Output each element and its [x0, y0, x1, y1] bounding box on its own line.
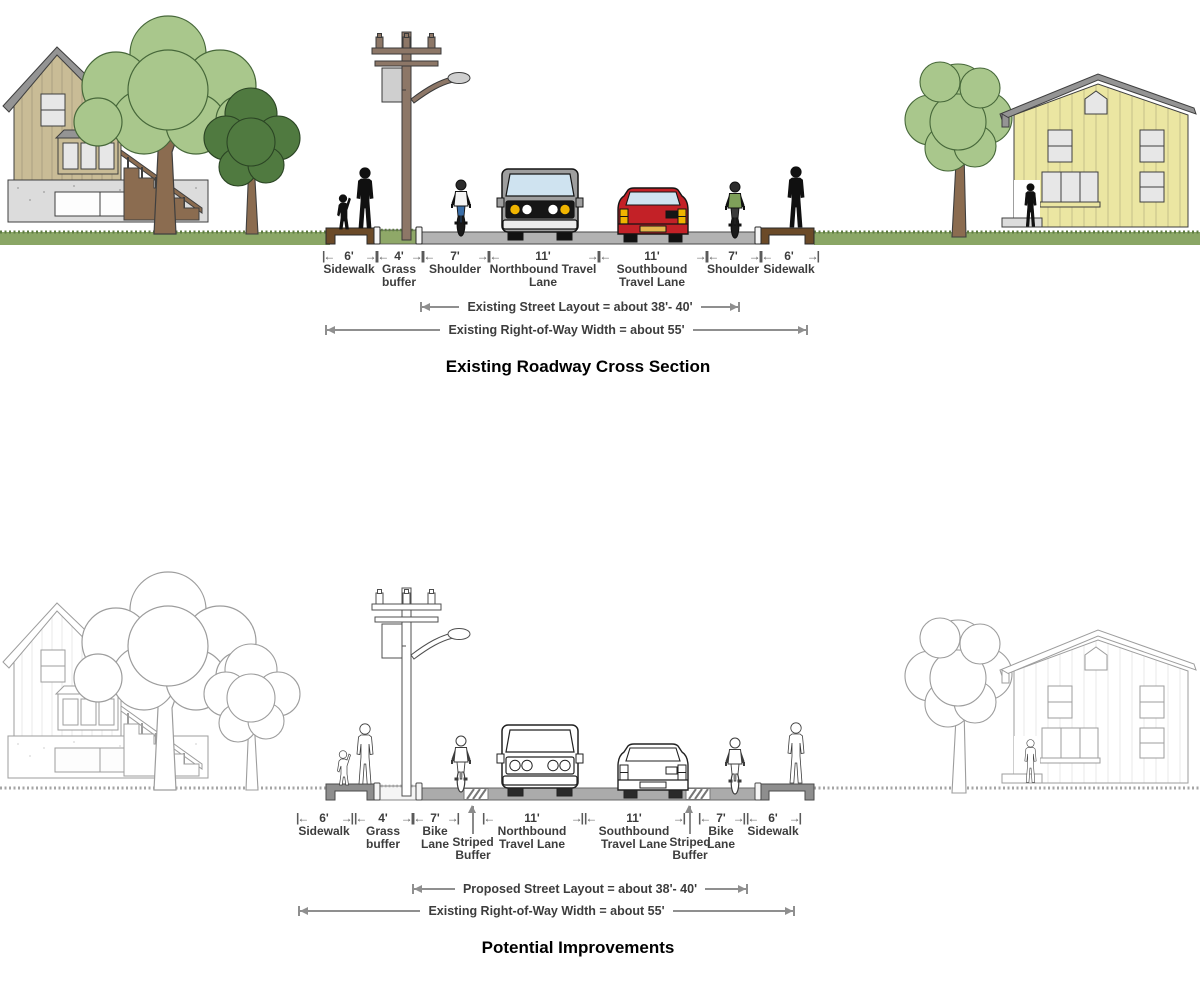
existing-section-title: Existing Roadway Cross Section	[445, 357, 711, 376]
existing-right-of-way-dimension: Existing Right-of-Way Width = about 55'	[325, 323, 809, 337]
dim-label: Sidewalk	[323, 261, 375, 276]
street-layout-text: Proposed Street Layout = about 38'- 40'	[462, 882, 698, 896]
street-layout-text: Existing Street Layout = about 38'- 40'	[467, 300, 693, 314]
dim-bike-lane-left: 7' Bike Lane	[412, 812, 458, 851]
dim-label: Sidewalk	[747, 823, 799, 838]
dim-width-value: 7'	[716, 811, 726, 825]
dim-shoulder-right: 7' Shoulder	[706, 250, 760, 276]
dim-width-value: 11'	[535, 249, 551, 263]
dim-sidewalk-right: 6' Sidewalk	[746, 812, 800, 838]
existing-scene-illustration	[0, 2, 1200, 252]
dim-width-value: 11'	[626, 811, 642, 825]
proposed-scene-illustration	[0, 558, 1200, 808]
dim-label: Southbound Travel Lane	[598, 823, 670, 851]
dim-label: Grass buffer	[381, 261, 417, 289]
dim-width-value: 6'	[319, 811, 329, 825]
dim-shoulder-left: 7' Shoulder	[422, 250, 488, 276]
dim-grass-buffer: 4' Grass buffer	[376, 250, 422, 289]
right-of-way-text: Existing Right-of-Way Width = about 55'	[448, 323, 685, 337]
dim-label: Southbound Travel Lane	[616, 261, 688, 289]
dim-width-value: 6'	[768, 811, 778, 825]
dim-southbound-lane: 11' Southbound Travel Lane	[584, 812, 684, 851]
striped-buffer-callout-left: Striped Buffer	[449, 805, 497, 862]
dim-sidewalk-right: 6' Sidewalk	[760, 250, 818, 276]
dim-width-value: 7'	[728, 249, 738, 263]
dim-width-value: 4'	[394, 249, 404, 263]
dim-sidewalk-left: 6' Sidewalk	[322, 250, 376, 276]
dim-width-value: 6'	[344, 249, 354, 263]
dim-southbound-lane: 11' Southbound Travel Lane	[598, 250, 706, 289]
proposed-section-title: Potential Improvements	[481, 938, 675, 957]
dim-width-value: 11'	[524, 811, 540, 825]
dim-grass-buffer: 4' Grass buffer	[354, 812, 412, 851]
dim-northbound-lane: 11' Northbound Travel Lane	[482, 812, 582, 851]
up-arrow-icon	[468, 805, 476, 834]
dim-bike-lane-right: 7' Bike Lane	[698, 812, 744, 851]
dim-label: Shoulder	[428, 261, 481, 276]
dim-label: Sidewalk	[763, 261, 815, 276]
dim-label: Bike Lane	[420, 823, 449, 851]
existing-street-layout-dimension: Existing Street Layout = about 38'- 40'	[420, 300, 741, 314]
dim-width-value: 4'	[378, 811, 388, 825]
dim-sidewalk-left: 6' Sidewalk	[296, 812, 352, 838]
dim-label: Shoulder	[706, 261, 759, 276]
dim-label: Grass buffer	[365, 823, 401, 851]
proposed-street-layout-dimension: Proposed Street Layout = about 38'- 40'	[412, 882, 748, 896]
up-arrow-icon	[685, 805, 693, 834]
dim-label: Northbound Travel Lane	[497, 823, 567, 851]
dim-width-value: 11'	[644, 249, 660, 263]
dim-width-value: 7'	[430, 811, 440, 825]
proposed-right-of-way-dimension: Existing Right-of-Way Width = about 55'	[298, 904, 796, 918]
dim-northbound-lane: 11' Northbound Travel Lane	[488, 250, 598, 289]
right-of-way-text: Existing Right-of-Way Width = about 55'	[428, 904, 665, 918]
dim-label: Bike Lane	[706, 823, 735, 851]
dim-label: Northbound Travel Lane	[489, 261, 597, 289]
striped-buffer-label: Striped Buffer	[669, 835, 711, 862]
striped-buffer-callout-right: Striped Buffer	[666, 805, 714, 862]
dim-label: Sidewalk	[298, 823, 350, 838]
dim-width-value: 6'	[784, 249, 794, 263]
striped-buffer-label: Striped Buffer	[452, 835, 494, 862]
dim-width-value: 7'	[450, 249, 460, 263]
